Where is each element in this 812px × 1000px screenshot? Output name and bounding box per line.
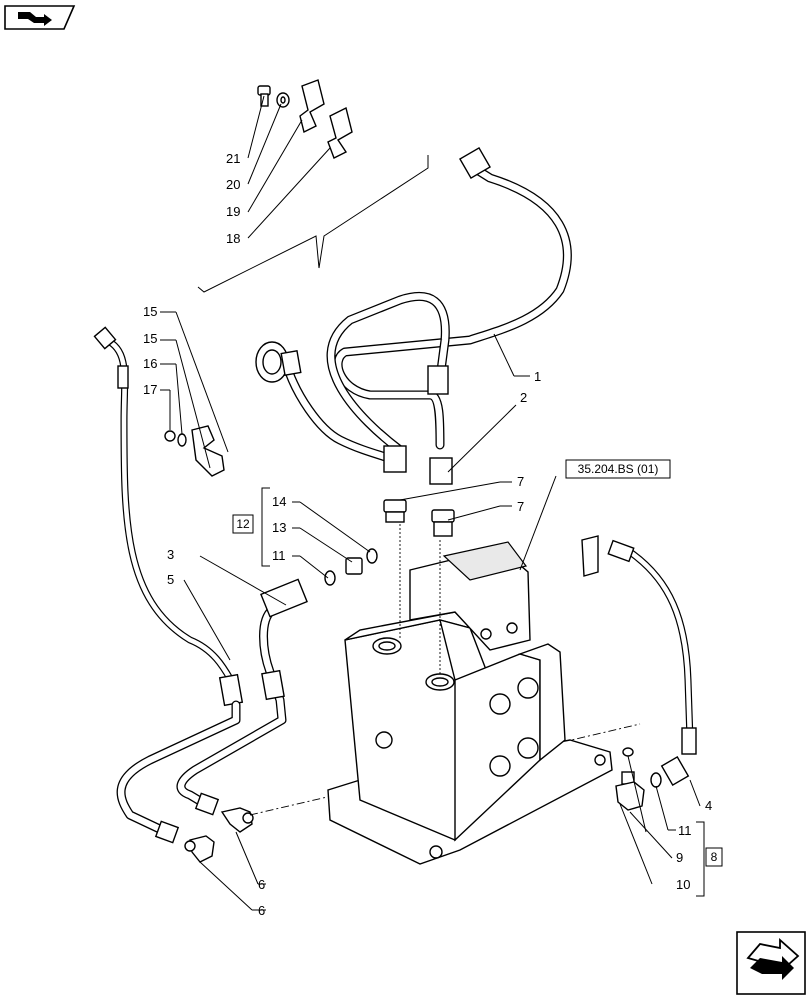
rigid-tube-5 — [116, 700, 241, 844]
callout-14: 14 — [272, 494, 286, 509]
flexible-hose-right — [581, 535, 697, 788]
group-box-8: 8 — [705, 847, 723, 867]
clamp-kit-top — [257, 79, 353, 159]
callout-5: 5 — [167, 572, 174, 587]
callout-18: 18 — [226, 231, 240, 246]
callout-19: 19 — [226, 204, 240, 219]
callout-7a: 7 — [517, 474, 524, 489]
svg-text:35.204.BS (01): 35.204.BS (01) — [578, 462, 659, 476]
callout-21: 21 — [226, 151, 240, 166]
svg-text:12: 12 — [236, 517, 250, 531]
callout-17: 17 — [143, 382, 157, 397]
svg-text:8: 8 — [711, 850, 718, 864]
adapter-fittings-7 — [383, 499, 455, 537]
callout-2: 2 — [520, 390, 527, 405]
seal-kit-12 — [324, 548, 378, 586]
callout-13: 13 — [272, 520, 286, 535]
callout-11-left: 11 — [272, 548, 286, 563]
callout-4: 4 — [705, 798, 712, 813]
callout-16: 16 — [143, 356, 157, 371]
next-page-arrow-icon[interactable] — [736, 931, 806, 995]
callout-6b: 6 — [258, 903, 265, 918]
elbow-fittings-6 — [184, 807, 254, 863]
callout-7b: 7 — [517, 499, 524, 514]
clamp-group-bracket — [197, 155, 429, 293]
group-box-12: 12 — [232, 514, 254, 534]
callout-11-right: 11 — [678, 823, 692, 838]
callout-10: 10 — [676, 877, 690, 892]
callout-1: 1 — [534, 369, 541, 384]
rigid-pipe-upper — [255, 147, 572, 485]
callout-3: 3 — [167, 547, 174, 562]
control-valve-block — [327, 541, 613, 865]
callout-6a: 6 — [258, 877, 265, 892]
callout-15b: 15 — [143, 331, 157, 346]
clip-kit-left — [164, 425, 225, 477]
flexible-hose-left — [93, 326, 244, 707]
callout-15a: 15 — [143, 304, 157, 319]
rigid-tube-3 — [176, 578, 308, 816]
book-arrow-icon[interactable] — [4, 5, 76, 30]
reference-box[interactable]: 35.204.BS (01) — [565, 459, 671, 479]
elbow-fitting-right — [615, 747, 645, 811]
callout-20: 20 — [226, 177, 240, 192]
callout-9: 9 — [676, 850, 683, 865]
